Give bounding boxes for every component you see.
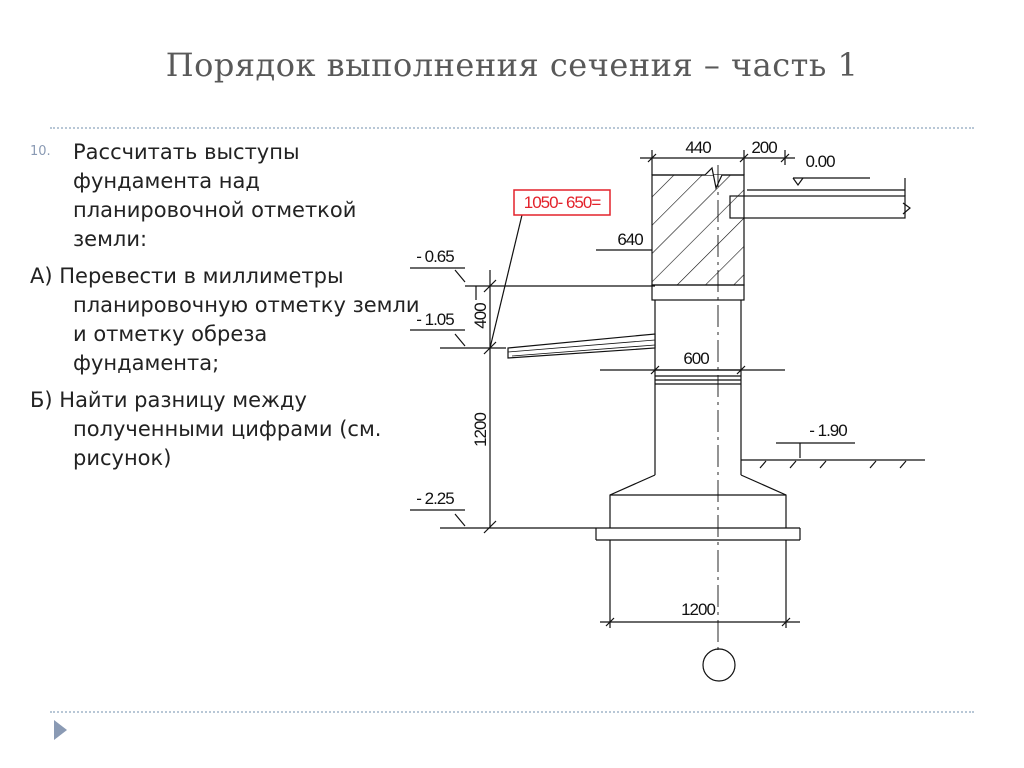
footer-divider bbox=[50, 711, 974, 713]
foundation-section-drawing: 440 200 0.00 1050- 650= 640 - 0.65 - 1.0… bbox=[410, 138, 925, 682]
level-minus-0-65: - 0.65 bbox=[416, 247, 454, 266]
dim-1200-bottom: 1200 bbox=[681, 600, 715, 619]
red-formula: 1050- 650= bbox=[524, 193, 602, 212]
dim-wall-width: 440 bbox=[685, 138, 711, 157]
wall-brick bbox=[651, 174, 745, 286]
slide-body: 10. Рассчитать выступы фундамента над пл… bbox=[30, 138, 420, 473]
floor-slab bbox=[729, 195, 906, 219]
level-minus-1-90: - 1.90 bbox=[809, 421, 847, 440]
red-formula-box bbox=[513, 189, 611, 216]
paragraph-b: Б) Найти разницу между полученными цифра… bbox=[30, 387, 382, 470]
slide-title: Порядок выполнения сечения – часть 1 bbox=[165, 46, 859, 84]
dim-1200-vertical: 1200 bbox=[471, 413, 490, 447]
wall-band bbox=[651, 284, 745, 301]
play-arrow-icon bbox=[54, 720, 67, 740]
list-item: 10. Рассчитать выступы фундамента над пл… bbox=[30, 138, 420, 254]
dim-600: 600 bbox=[683, 349, 709, 368]
item-text: Рассчитать выступы фундамента над планир… bbox=[73, 140, 357, 251]
level-minus-1-05: - 1.05 bbox=[416, 310, 454, 329]
dim-400: 400 bbox=[471, 303, 490, 329]
dim-640: 640 bbox=[617, 230, 643, 249]
level-minus-2-25: - 2.25 bbox=[416, 489, 454, 508]
dim-offset: 200 bbox=[751, 138, 777, 157]
item-number: 10. bbox=[30, 144, 51, 159]
axis-marker bbox=[702, 648, 736, 682]
level-0-00: 0.00 bbox=[805, 152, 835, 171]
title-divider bbox=[50, 127, 974, 129]
paragraph-a: А) Перевести в миллиметры планировочную … bbox=[30, 263, 420, 375]
